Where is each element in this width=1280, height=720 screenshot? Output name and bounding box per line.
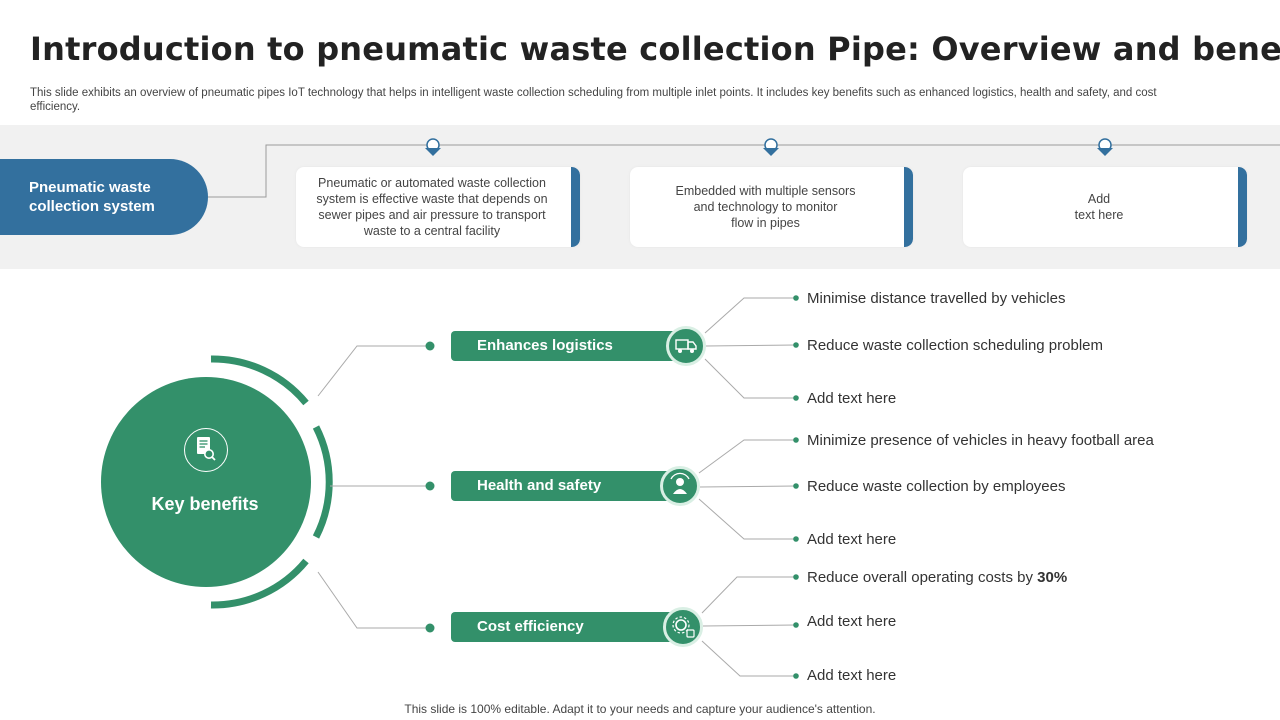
card-accent-bar [1238, 167, 1247, 247]
system-pill: Pneumatic waste collection system [0, 159, 208, 235]
delivery-truck-icon [666, 326, 706, 366]
benefit-point: Reduce waste collection by employees [807, 478, 1066, 495]
overview-card-text: Add text here [1074, 192, 1124, 222]
key-benefits-label: Key benefits [151, 494, 259, 514]
gear-coins-icon [663, 607, 703, 647]
overview-card-text: Pneumatic or automated waste collection … [316, 176, 548, 238]
marker-3 [1097, 138, 1113, 156]
benefit-point: Add text here [807, 667, 897, 684]
card-accent-bar [904, 167, 913, 247]
overview-card-text: Embedded with multiple sensors and techn… [675, 184, 856, 230]
benefit-point: Add text here [807, 531, 897, 548]
benefit-pill-cost: Cost efficiency [451, 612, 683, 642]
footer-note: This slide is 100% editable. Adapt it to… [404, 702, 876, 716]
benefit-pill-health: Health and safety [451, 471, 681, 501]
marker-2 [763, 138, 779, 156]
benefit-point: Add text here [807, 390, 897, 407]
worker-shield-icon [660, 466, 700, 506]
benefit-point: Add text here [807, 613, 897, 630]
benefit-point-costs: Reduce overall operating costs by 30% [807, 569, 1067, 587]
benefit-pill-logistics: Enhances logistics [451, 331, 686, 361]
marker-1 [425, 138, 441, 156]
overview-card-1: Pneumatic or automated waste collection … [296, 167, 580, 247]
document-search-icon [184, 428, 228, 472]
page-subtitle: This slide exhibits an overview of pneum… [30, 87, 1157, 113]
benefit-point: Minimise distance travelled by vehicles [807, 290, 1066, 307]
cost-reduction-value: 30% [1037, 569, 1068, 586]
overview-card-2: Embedded with multiple sensors and techn… [630, 167, 913, 247]
benefit-point: Reduce waste collection scheduling probl… [807, 337, 1104, 354]
card-accent-bar [571, 167, 580, 247]
benefit-point-text: Reduce overall operating costs by [807, 569, 1038, 586]
overview-card-3: Add text here [963, 167, 1247, 247]
benefit-point: Minimize presence of vehicles in heavy f… [807, 432, 1154, 449]
key-benefits-circle [101, 377, 311, 587]
page-title: Introduction to pneumatic waste collecti… [30, 30, 1280, 68]
